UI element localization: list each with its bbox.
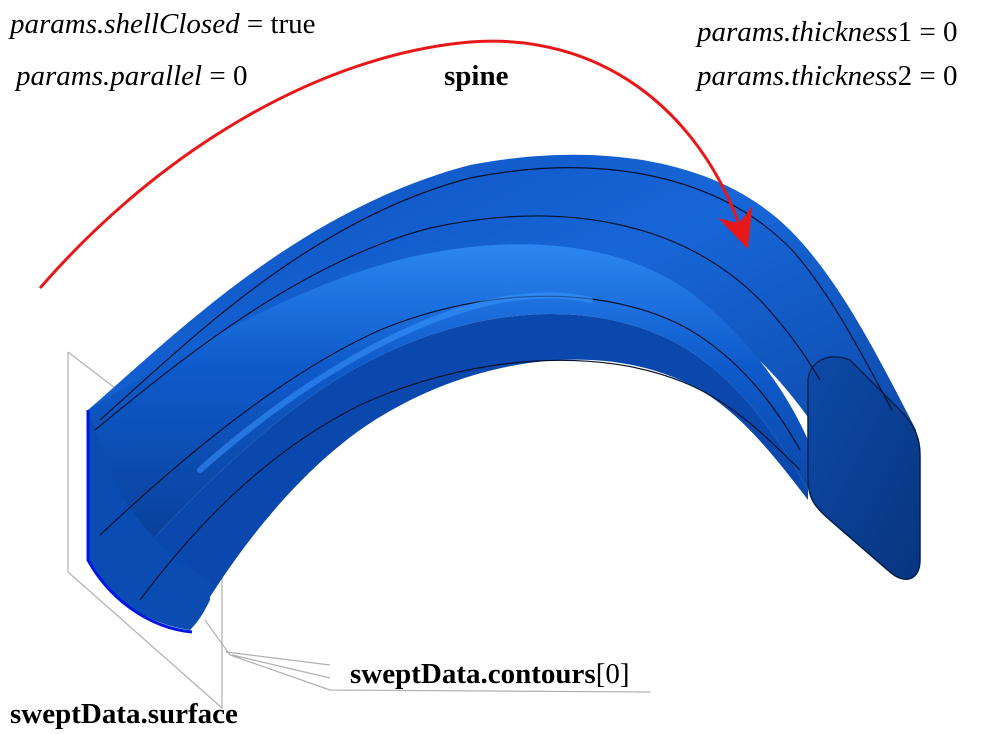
end-cap-face [807, 356, 921, 580]
contours-leader-line [231, 654, 331, 679]
specular-highlight [197, 292, 593, 473]
label-thickness2: params.thickness2 = 0 [697, 60, 958, 92]
label-swept-surface: sweptData.surface [10, 698, 238, 730]
label-shell-closed: params.shellClosed = true [10, 8, 316, 40]
label-parallel: params.parallel = 0 [16, 60, 248, 92]
spine-arrow [38, 39, 753, 289]
start-contour-outline [86, 410, 193, 634]
start-contour-face [88, 410, 210, 630]
swept-body-front [88, 244, 808, 585]
swept-body-top [88, 154, 916, 560]
label-thickness1: params.thickness1 = 0 [697, 16, 958, 48]
label-swept-contours: sweptData.contours[0] [350, 658, 630, 690]
label-spine: spine [444, 60, 509, 92]
